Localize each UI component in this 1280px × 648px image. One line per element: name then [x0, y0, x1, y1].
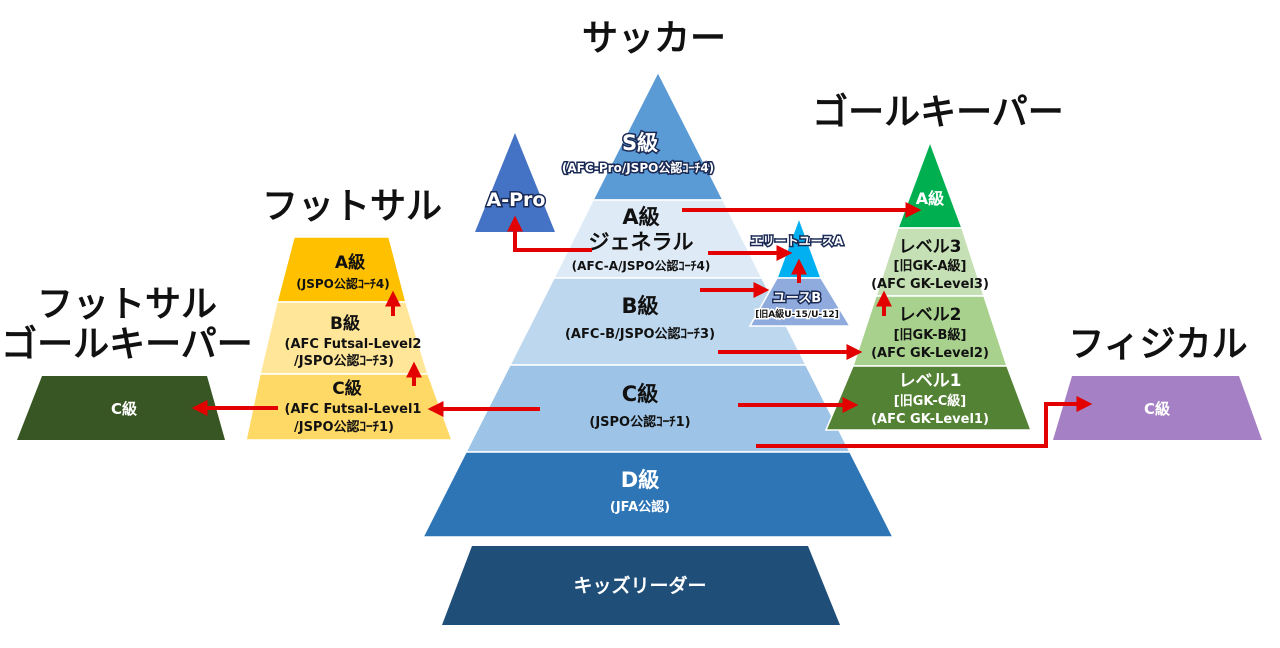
youth-b-label: ユースB	[773, 291, 821, 306]
title-futsal-gk-line1: フットサル	[37, 284, 217, 325]
soccer-d-level	[421, 451, 895, 538]
soccer-a-title: A級	[622, 205, 659, 229]
gk-l1-title: レベル1	[899, 371, 962, 391]
arrow-soccer-a-to-apro	[507, 215, 592, 252]
physical-c-label: C級	[1144, 400, 1170, 418]
title-goalkeeper: ゴールキーパー	[812, 91, 1064, 133]
title-futsal: フットサル	[262, 186, 442, 227]
soccer-d-title: D級	[621, 468, 659, 492]
futsal-c-title: C級	[332, 378, 361, 399]
futsal-c-level	[245, 373, 454, 441]
youth-elite-label: エリートユースA	[751, 234, 844, 248]
gk-l1-level	[824, 365, 1033, 431]
gk-l3-afc: (AFC GK-Level3)	[871, 277, 989, 292]
apro-label: A-Pro	[487, 189, 546, 211]
gk-l2-old: [旧GK-B級]	[894, 327, 967, 343]
futsal-pyramid: A級 (JSPO公認ｺｰﾁ4) B級 (AFC Futsal-Level2 /J…	[245, 236, 454, 441]
gk-l3-old: [旧GK-A級]	[894, 258, 967, 274]
arrow-soccer-c-to-physical	[756, 396, 1093, 448]
futsal-gk-c-label: C級	[111, 400, 137, 418]
apro-pyramid: A-Pro	[475, 133, 555, 232]
futsal-c-sub2: /JSPO公認ｺｰﾁ1)	[294, 419, 394, 435]
gk-l3-title: レベル3	[899, 237, 962, 257]
soccer-c-sub: (JSPO公認ｺｰﾁ1)	[589, 414, 690, 430]
soccer-d-sub: (JFA公認)	[610, 499, 670, 515]
futsal-b-title: B級	[330, 313, 360, 334]
gk-l1-old: [旧GK-C級]	[894, 393, 966, 409]
soccer-c-title: C級	[622, 382, 658, 406]
soccer-s-sub: (AFC-Pro/JSPO公認ｺｰﾁ4)	[562, 160, 714, 175]
goalkeeper-pyramid: A級 レベル3 [旧GK-A級] (AFC GK-Level3) レベル2 [旧…	[824, 139, 1033, 431]
gk-l2-afc: (AFC GK-Level2)	[871, 346, 989, 361]
soccer-a-sub: (AFC-A/JSPO公認ｺｰﾁ4)	[572, 258, 711, 273]
apro-triangle	[475, 133, 555, 232]
soccer-pyramid: S級 (AFC-Pro/JSPO公認ｺｰﾁ4) A級 ジェネラル (AFC-A/…	[421, 70, 895, 625]
youth-b-sub: [旧A級U-15/U-12]	[755, 308, 839, 320]
futsal-c-sub1: (AFC Futsal-Level1	[285, 402, 422, 417]
soccer-kids-label: キッズリーダー	[573, 574, 706, 597]
soccer-b-sub: (AFC-B/JSPO公認ｺｰﾁ3)	[565, 326, 715, 342]
futsal-b-sub2: /JSPO公認ｺｰﾁ3)	[294, 353, 394, 369]
youth-b-trapezoid	[748, 277, 852, 327]
futsal-b-sub1: (AFC Futsal-Level2	[285, 337, 422, 352]
gk-a-label: A級	[916, 189, 944, 208]
title-futsal-gk-line2: ゴールキーパー	[1, 323, 253, 365]
soccer-a-line2: ジェネラル	[589, 230, 694, 254]
soccer-kids-level	[442, 546, 840, 625]
futsal-gk-block: C級	[17, 376, 225, 440]
soccer-s-title: S級	[622, 131, 658, 155]
futsal-a-title: A級	[335, 252, 365, 273]
physical-c-trapezoid	[1053, 376, 1262, 440]
gk-a-level	[896, 139, 964, 229]
gk-l1-afc: (AFC GK-Level1)	[871, 412, 989, 427]
physical-block: C級	[1053, 376, 1262, 440]
futsal-a-sub: (JSPO公認ｺｰﾁ4)	[296, 276, 389, 291]
arrows	[191, 202, 1093, 448]
youth-pyramid: エリートユースA ユースB [旧A級U-15/U-12]	[748, 215, 852, 327]
soccer-b-title: B級	[621, 294, 658, 318]
title-soccer: サッカー	[582, 18, 726, 59]
gk-l2-title: レベル2	[899, 305, 962, 325]
title-physical: フィジカル	[1068, 324, 1247, 365]
futsal-gk-c-trapezoid	[17, 376, 225, 440]
